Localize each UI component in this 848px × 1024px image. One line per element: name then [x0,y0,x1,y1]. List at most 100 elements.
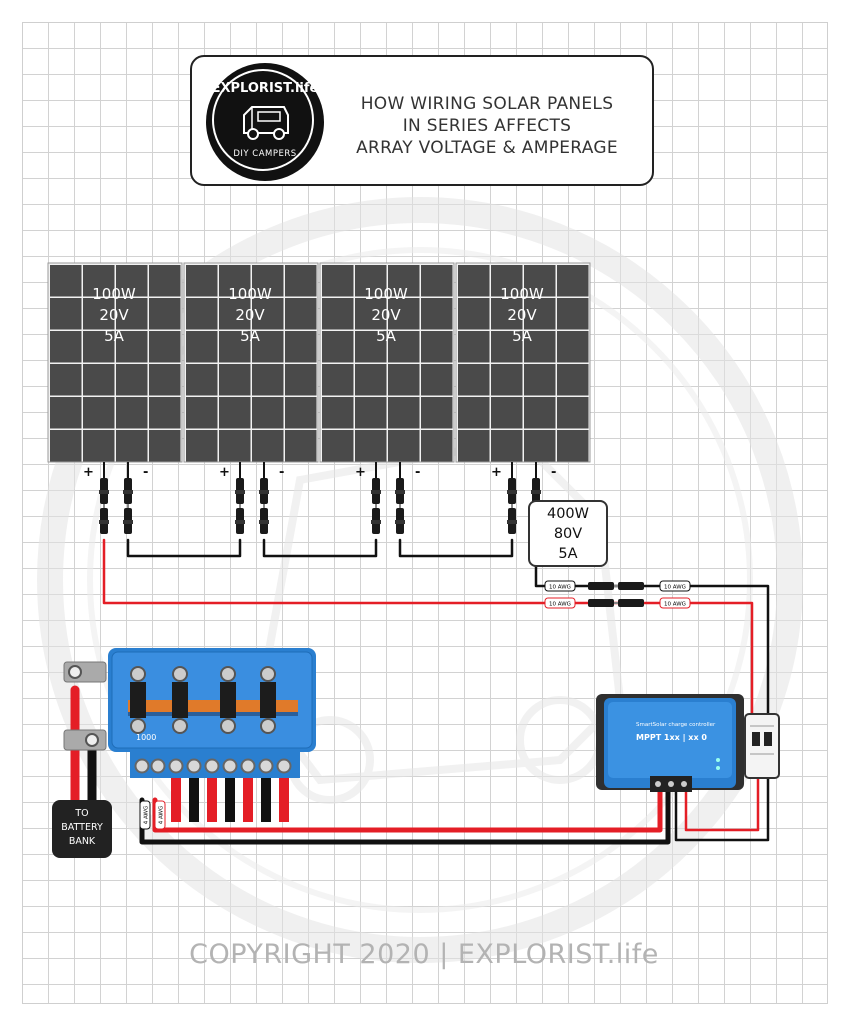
title-box: EXPLORIST.life DIY CAMPERS HOW WIRING SO… [190,55,654,186]
logo-top-text: EXPLORIST.life [211,81,319,96]
breaker-to-mppt-red [684,776,760,832]
panel-3-label: 100W 20V 5A [322,284,450,347]
panel-3-positive-label: + [355,465,366,480]
busbar-cable-4 [189,778,199,822]
mc4-array-negative [588,582,644,590]
battery-terminals [63,661,107,751]
panel-4-negative-label: - [551,465,557,480]
busbar-model: 1000 [136,733,156,742]
wires [70,538,770,845]
breaker-to-mppt-black [674,776,770,842]
pv-breaker [744,713,780,779]
panel-1-positive-label: + [83,465,94,480]
array-total-amps: 5A [558,546,578,562]
mc4-panel-1-negative [123,478,133,534]
panel-2-label: 100W 20V 5A [186,284,314,347]
wire-tags: 10 AWG 10 AWG 10 AWG 10 AWG 4 AWG 4 AWG [139,580,691,830]
copyright-text: COPYRIGHT 2020 | EXPLORIST.life [189,939,659,970]
panel-4-watts: 100W [500,285,544,303]
panel-3-amps: 5A [376,327,396,345]
title-line-1: HOW WIRING SOLAR PANELS [360,94,614,114]
array-total-volts: 80V [553,526,583,542]
panel-3-negative-label: - [415,465,421,480]
busbar-stud-5 [204,758,220,774]
battery-bank: TO BATTERY BANK [52,800,112,858]
lynx-distributor: 1000 [108,648,316,778]
mc4-panel-2-positive [235,478,245,534]
busbar-cable-9 [279,778,289,822]
series-link-3 [398,538,514,558]
solar-panel-3 [319,262,455,478]
mc4-panel-3-negative [395,478,405,534]
panel-4-amps: 5A [512,327,532,345]
battery-line-3: BANK [68,836,96,847]
panel-4-label: 100W 20V 5A [458,284,586,347]
series-link-2 [262,538,378,558]
panel-4-volts: 20V [507,306,537,324]
mc4-panel-2-negative [259,478,269,534]
logo-ring [212,69,314,171]
mppt-controller: SmartSolar charge controller MPPT 1xx | … [596,694,744,792]
busbar-fuse-3 [220,666,236,734]
title-line-3: ARRAY VOLTAGE & AMPERAGE [356,138,618,158]
array-total-box: 400W 80V 5A [528,500,608,567]
panel-1-label: 100W 20V 5A [50,284,178,347]
wire-tag-battery-neg: 4 AWG [144,806,150,824]
van-icon [243,106,289,140]
mc4-panel-3-positive [371,478,381,534]
panel-1-amps: 5A [104,327,124,345]
array-positive-wire [102,538,547,605]
panel-1-negative-label: - [143,465,149,480]
title-line-2: IN SERIES AFFECTS [402,116,572,136]
panel-3-volts: 20V [371,306,401,324]
solar-panel-4 [455,262,591,478]
panel-2-volts: 20V [235,306,265,324]
mc4-panel-1-positive [99,478,109,534]
busbar-stud-2 [150,758,166,774]
solar-panels [47,262,591,478]
wire-tag-neg-1: 10 AWG [549,585,571,591]
mc4-array-positive [588,599,644,607]
mc4-panel-4-positive [507,478,517,534]
mppt-line2: MPPT 1xx | xx 0 [636,733,707,742]
wire-tag-pos-1: 10 AWG [549,602,571,608]
busbar-fuse-2 [172,666,188,734]
series-link-1 [126,538,242,558]
busbar-cables [171,778,289,822]
busbar-cable-3 [171,778,181,822]
busbar-fuse-4 [260,666,276,734]
busbar-fuse-1 [130,666,146,734]
battery-line-1: TO [75,808,89,819]
panel-2-negative-label: - [279,465,285,480]
panel-2-watts: 100W [228,285,272,303]
pv-positive-to-breaker [688,601,754,722]
explorist-logo: EXPLORIST.life DIY CAMPERS [206,63,324,181]
solar-panel-1 [47,262,183,478]
mppt-line1: SmartSolar charge controller [636,722,716,728]
battery-line-2: BATTERY [61,822,103,833]
busbar-stud-3 [168,758,184,774]
wire-tag-neg-2: 10 AWG [664,585,686,591]
busbar-stud-6 [222,758,238,774]
diagram-title: HOW WIRING SOLAR PANELS IN SERIES AFFECT… [332,93,642,159]
panel-2-amps: 5A [240,327,260,345]
mppt-to-busbar-black [139,787,671,845]
pv-negative-to-breaker [688,584,770,722]
wire-tag-battery-pos: 4 AWG [159,806,165,824]
wire-tag-pos-2: 10 AWG [664,602,686,608]
busbar-stud-9 [276,758,292,774]
solar-panel-2 [183,262,319,478]
busbar-stud-7 [240,758,256,774]
mc4-connectors [99,478,660,607]
panel-3-watts: 100W [364,285,408,303]
panel-1-watts: 100W [92,285,136,303]
busbar-stud-1 [134,758,150,774]
array-total-watts: 400W [546,506,589,522]
panel-1-volts: 20V [99,306,129,324]
busbar-cable-8 [261,778,271,822]
panel-4-positive-label: + [491,465,502,480]
busbar-stud-8 [258,758,274,774]
busbar-cable-6 [225,778,235,822]
logo-bottom-text: DIY CAMPERS [233,149,297,159]
